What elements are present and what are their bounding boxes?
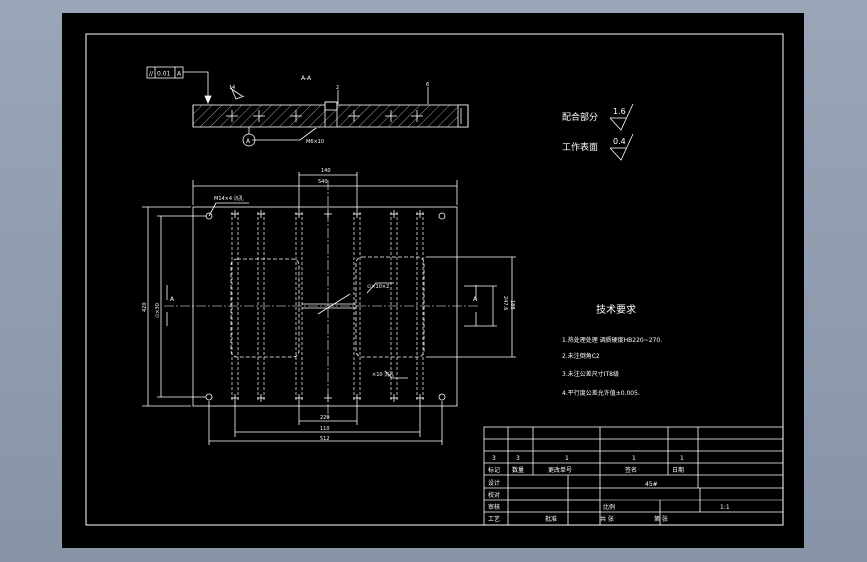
tech-item-3: 3.未注公差尺寸IT8级 [562,370,619,378]
roughness-notes: 配合部分 1.6 工作表面 0.4 [562,103,634,161]
tech-requirements: 技术要求 1.热处理处理 调质硬度HB220~270. 2.未注倒角C2 3.未… [562,303,662,397]
mark-4: 4 [232,85,235,91]
tb-approve: 批准 [545,515,557,523]
title-block [483,426,784,526]
tech-item-2: 2.未注倒角C2 [562,352,600,360]
dim-left-inner: ∅×30 [155,303,161,318]
dim-110: 110 [320,426,330,432]
center-hole-note: ∅×10×2 [367,284,389,290]
rev-2: 3 [516,455,520,462]
roughness-value-1: 1.6 [613,107,626,116]
tb-sheet-no: 第 张 [654,515,668,523]
tb-sheets-total: 共 张 [600,515,614,523]
hdr-qty: 数量 [512,466,524,474]
tb-check: 校对 [488,491,500,499]
dim-140: 140 [321,168,331,174]
section-mark-right: A [473,296,478,303]
roughness-symbol-2 [609,133,634,161]
tolerance-frame [146,66,184,79]
drawing-border [85,33,784,526]
roughness-label-2: 工作表面 [562,141,598,153]
tolerance-symbol: // [149,71,154,78]
tolerance-value: 0.01 [157,71,171,78]
tb-material: 45# [645,481,658,488]
dim-512: 512 [320,436,330,442]
roughness-symbol-1 [609,103,634,131]
plan-view [142,172,516,445]
hole-note-top: M6×10 [306,139,324,145]
tb-craft: 工艺 [488,515,500,523]
dim-left-outer: 420 [142,302,148,312]
section-view [146,66,469,147]
rev-1: 3 [492,455,496,462]
roughness-value-2: 0.4 [613,137,626,146]
rev-3: 1 [565,455,569,462]
dim-540: 540 [318,179,328,185]
tech-item-1: 1.热处理处理 调质硬度HB220~270. [562,336,662,344]
drawing-sheet [62,13,804,548]
slot-note: ×10 沉孔 [372,371,394,378]
rev-4: 1 [632,455,636,462]
holes-note: M14×4 沉孔 [214,195,244,202]
hdr-sign: 签名 [625,466,637,474]
roughness-label-1: 配合部分 [562,111,598,123]
tech-title: 技术要求 [596,303,636,316]
pocket-right [355,256,425,358]
pocket-left [230,258,300,358]
tech-item-4: 4.平行度公差允许值±0.005. [562,389,640,397]
tb-design: 设计 [488,479,500,487]
mark-2: 2 [336,85,339,91]
dim-220: 220 [320,415,330,421]
tb-scale: 1:1 [720,504,730,511]
dim-right-2: 247.6 [502,296,508,310]
hdr-date: 日期 [672,466,684,474]
datum-label: A [246,138,251,145]
hdr-mark: 标记 [488,466,500,474]
section-title: A-A [301,75,312,82]
rev-5: 1 [680,455,684,462]
tb-scale-label: 比例 [603,503,615,511]
dim-right-1: 188 [509,300,515,310]
plate-outline [192,206,458,407]
tolerance-datum: A [177,71,182,78]
tb-review: 审核 [488,503,500,511]
hdr-change: 更改单号 [548,466,572,474]
section-mark-left: A [170,296,175,303]
mark-6: 6 [426,82,429,88]
